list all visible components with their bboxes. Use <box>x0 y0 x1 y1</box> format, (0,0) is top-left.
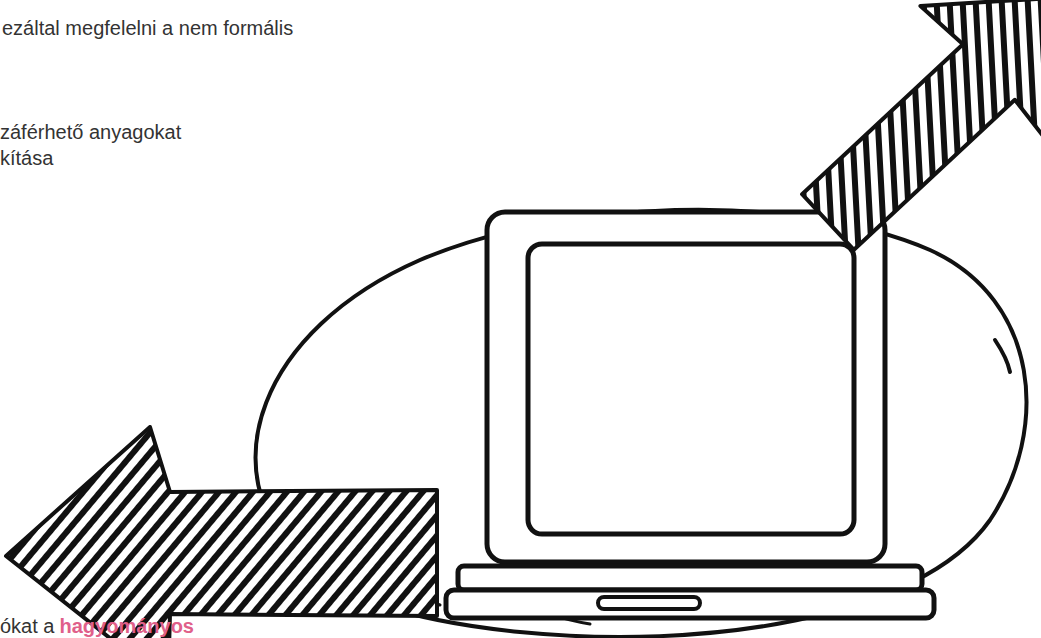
text-line: kítása <box>0 146 53 170</box>
text-line: záférhető anyagokat <box>0 120 181 144</box>
highlight-text: hagyományos <box>59 615 193 637</box>
laptop-screen <box>487 212 885 562</box>
text-line: ezáltal megfelelni a nem formális <box>2 16 293 40</box>
body-text: ezáltal megfelelni a nem formális <box>2 17 293 39</box>
text-line: ókat ahagyományos <box>0 614 194 638</box>
laptop-base <box>446 590 934 618</box>
laptop-display <box>528 244 854 534</box>
up-right-arrow <box>763 0 1041 291</box>
left-arrow <box>6 427 437 638</box>
laptop-base <box>458 566 922 590</box>
body-text: záférhető anyagokat <box>0 121 181 143</box>
body-text: kítása <box>0 147 53 169</box>
body-text: ókat a <box>0 615 54 637</box>
shine-mark <box>995 340 1010 372</box>
laptop-slot <box>598 597 700 609</box>
